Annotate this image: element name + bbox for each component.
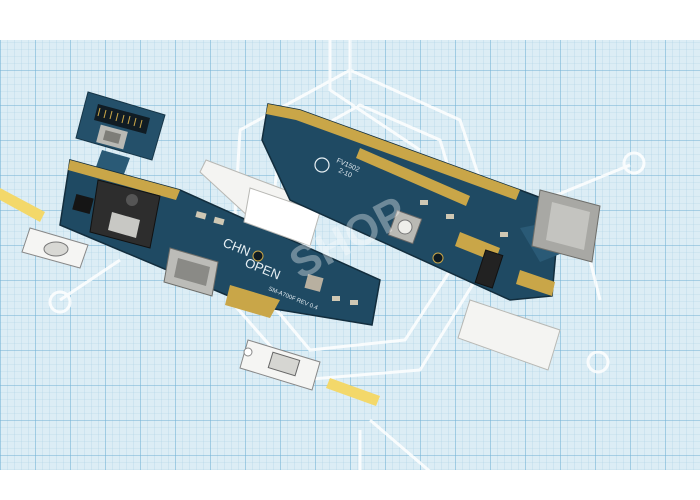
left-flex-board: CHN OPEN SM-A700F REV 0.4 bbox=[0, 91, 381, 406]
right-flex-board: FV1502 2-10 bbox=[199, 103, 601, 371]
watermark-logo bbox=[48, 0, 646, 500]
